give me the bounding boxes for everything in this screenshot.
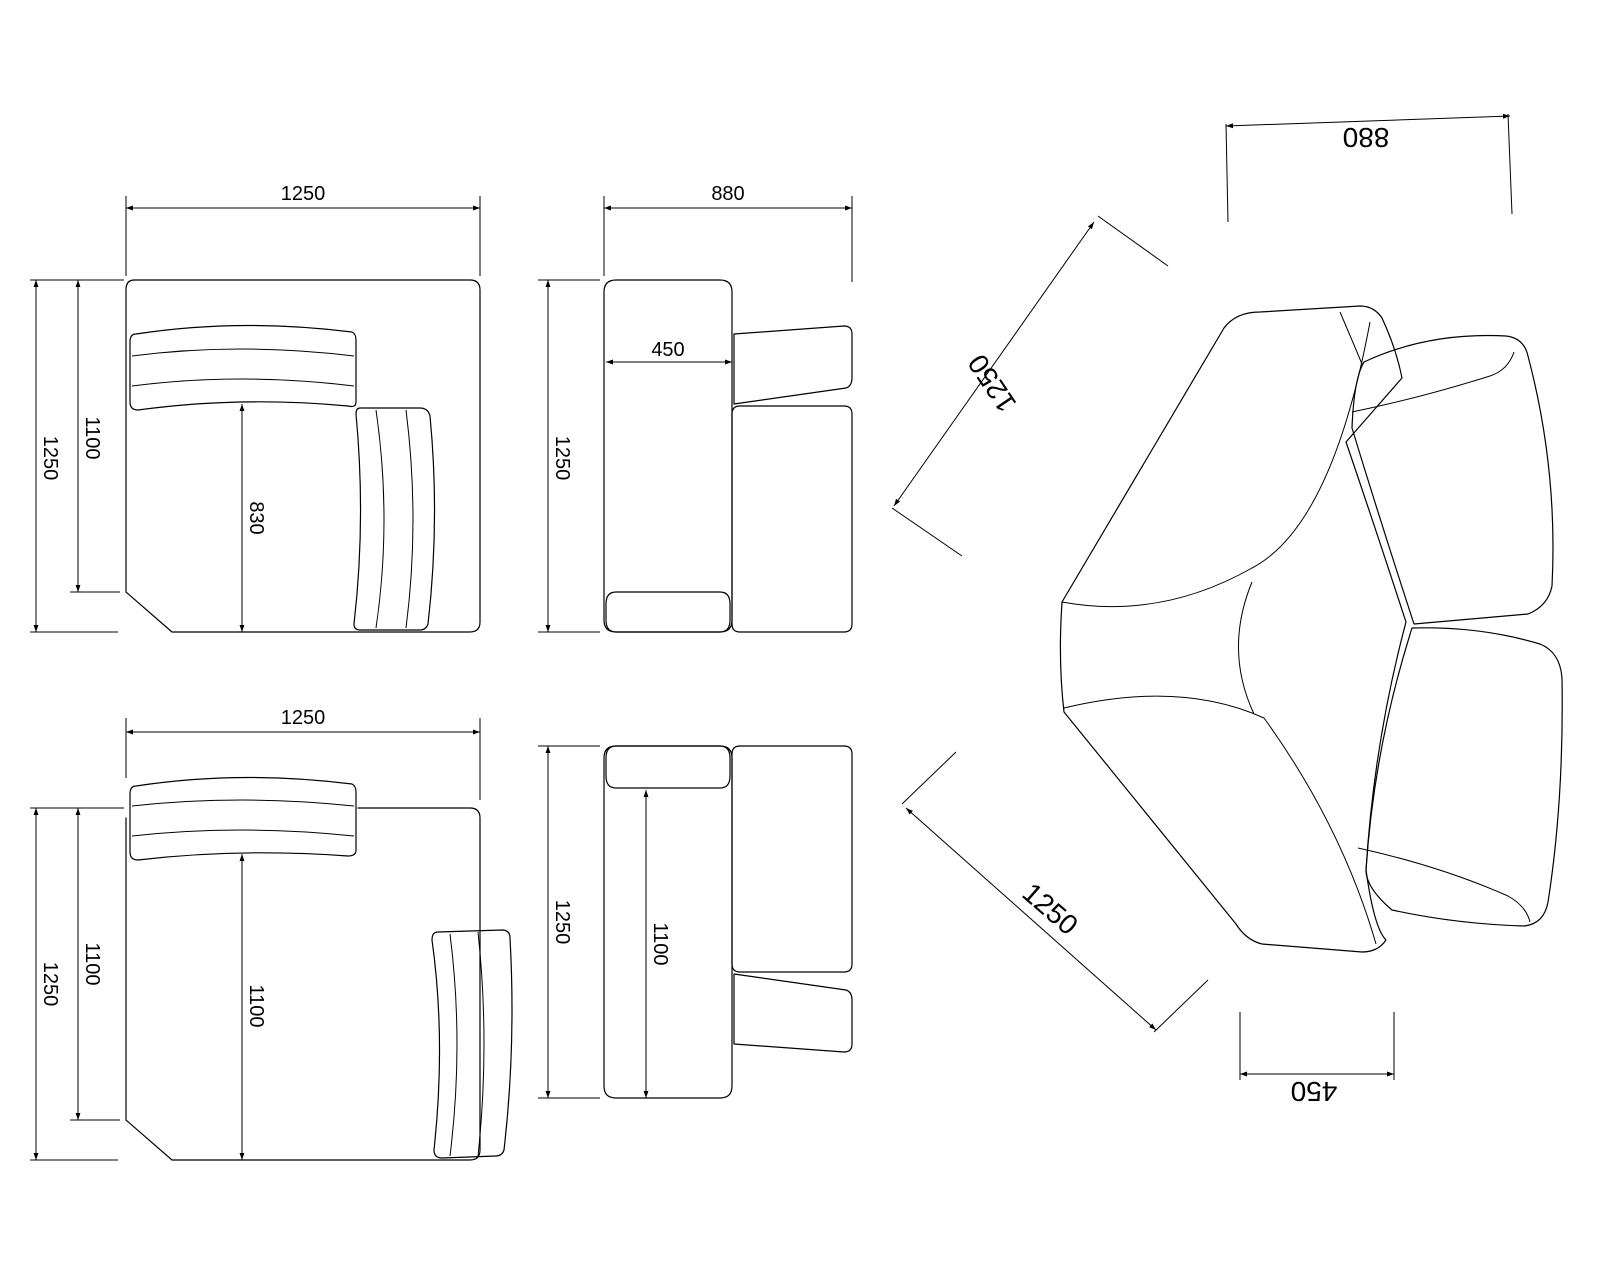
right-body-center-curve: [1238, 581, 1255, 715]
dim-label-top-left-height-outer: 1250: [39, 436, 61, 481]
dim-label-top-mid-height: 1250: [551, 436, 573, 481]
bottom-left-corner-unit: 1250 1250 1100 1100: [30, 707, 513, 1161]
dim-label-top-mid-width: 880: [711, 183, 744, 205]
bottom-left-back-cushion: [129, 776, 357, 861]
right-lower-cushion: [1365, 627, 1563, 927]
dim-label-right-upper-diag: 1250: [962, 349, 1023, 418]
bottom-left-side-cushion: [431, 929, 513, 1159]
dim-label-bottom-left-height-outer: 1250: [39, 962, 61, 1007]
dim-label-bottom-left-depth: 1100: [245, 984, 267, 1027]
top-mid-seat: [731, 405, 853, 633]
top-mid-base: [605, 591, 731, 633]
right-body-upper-curve: [1061, 321, 1371, 608]
top-mid-back: [603, 279, 733, 633]
bottom-mid-seat: [731, 745, 853, 973]
top-left-outline: [125, 279, 481, 633]
bottom-middle-side-view: 1250 1100: [538, 745, 853, 1099]
dim-label-top-left-width: 1250: [281, 183, 326, 205]
dim-label-right-top-width: 880: [1343, 122, 1390, 153]
dim-label-bottom-mid-height: 1250: [551, 900, 573, 945]
top-middle-side-view: 880 450 1250: [538, 183, 853, 633]
right-upper-cushion: [1351, 334, 1554, 625]
dim-label-right-bottom-width: 450: [1291, 1076, 1338, 1107]
dim-label-bottom-left-width: 1250: [281, 707, 326, 729]
bottom-mid-arm: [733, 973, 853, 1053]
top-left-back-cushion: [129, 324, 357, 411]
top-left-corner-unit: 1250 1250 1100 830: [30, 183, 481, 633]
dim-label-top-mid-seat: 450: [651, 339, 684, 361]
dim-label-bottom-left-height-inner: 1100: [81, 942, 103, 985]
dim-label-top-left-height-inner: 1100: [81, 416, 103, 459]
dim-label-right-lower-diag: 1250: [1017, 877, 1084, 941]
top-left-side-cushion: [353, 407, 436, 631]
right-angled-assembly: 880 1250 1250 450: [891, 113, 1563, 1107]
bottom-mid-back: [603, 745, 733, 1099]
top-mid-arm: [733, 325, 853, 405]
dim-label-bottom-mid-inner: 1100: [649, 922, 671, 965]
right-body-lower-curve: [1063, 695, 1377, 945]
dim-label-top-left-depth: 830: [245, 501, 267, 534]
bottom-left-outline: [125, 807, 481, 1161]
bottom-mid-top-cap: [605, 745, 731, 789]
right-main-body: [1059, 305, 1407, 953]
